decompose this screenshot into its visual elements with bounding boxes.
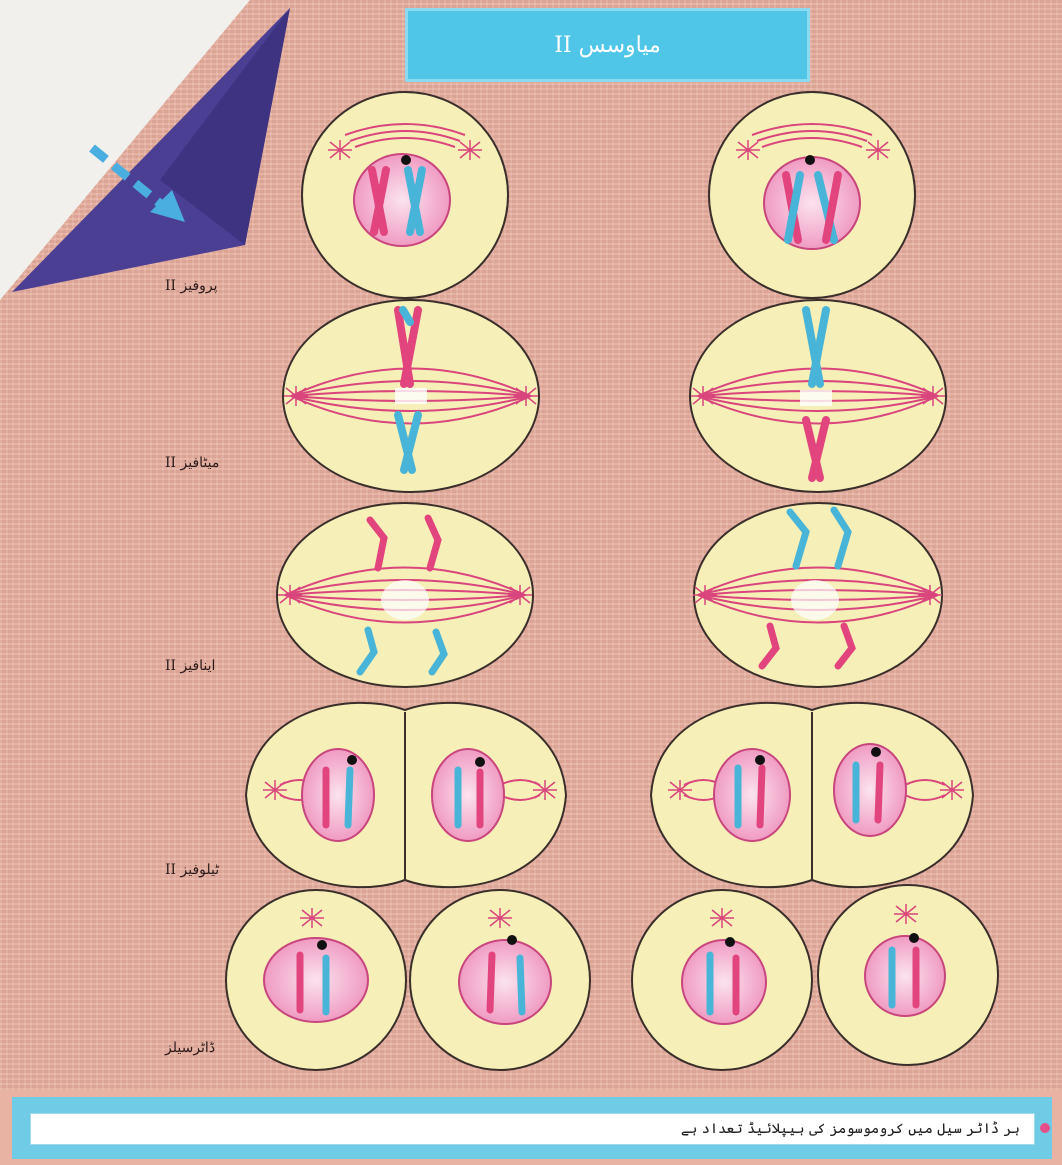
- metaphase-cell-left: [283, 300, 539, 492]
- label-anaphase-ii: اینافیز II: [165, 658, 255, 674]
- telophase-cells-right: [651, 703, 973, 887]
- label-prophase-ii: پروفیز II: [165, 278, 255, 294]
- anaphase-cell-right: [693, 503, 942, 687]
- meiosis-diagram: [0, 0, 1062, 1090]
- bullet-icon: [1040, 1123, 1050, 1133]
- telophase-cells-left: [246, 703, 566, 887]
- metaphase-cell-right: [690, 300, 946, 492]
- prophase-cell-right: [709, 92, 915, 298]
- label-daughter-cells: ڈاٹرسیلز: [165, 1040, 255, 1056]
- label-telophase-ii: ٹیلوفیز II: [165, 862, 255, 878]
- question-text: ہر ڈاٹر سیل میں کروموسومز کی ہیپلائیڈ تع…: [681, 1121, 1020, 1137]
- daughter-cell-3: [632, 890, 812, 1070]
- daughter-cell-2: [410, 890, 590, 1070]
- question-box: ہر ڈاٹر سیل میں کروموسومز کی ہیپلائیڈ تع…: [30, 1113, 1035, 1145]
- anaphase-cell-left: [277, 503, 533, 687]
- label-metaphase-ii: میٹافیز II: [165, 455, 255, 471]
- daughter-cell-4: [818, 885, 998, 1065]
- prophase-cell-left: [302, 92, 508, 298]
